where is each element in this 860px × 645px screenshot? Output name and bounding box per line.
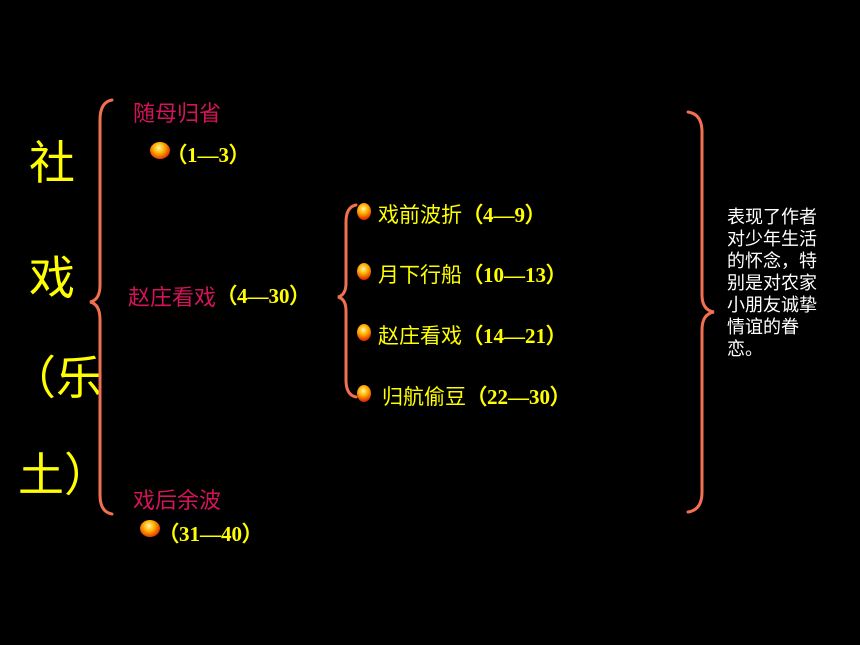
- subsection-3: 赵庄看戏（14—21）: [378, 320, 567, 350]
- middle-left-brace: [337, 203, 358, 399]
- section-3-range: （31—40）: [158, 522, 263, 546]
- subsection-4-range: （22—30）: [466, 385, 571, 409]
- section-3-label: 戏后余波: [133, 489, 222, 514]
- orange-ball-bullet-icon: [150, 142, 170, 159]
- subsection-1-label: 戏前波折: [378, 203, 462, 227]
- title-char-1: 社: [29, 136, 75, 190]
- section-1-range: （1—3）: [166, 143, 250, 167]
- orange-ball-bullet-icon: [140, 520, 160, 537]
- title-char-3: （乐: [10, 351, 102, 405]
- subsection-2-range: （10—13）: [462, 263, 567, 287]
- main-left-brace: [89, 98, 114, 516]
- orange-ball-bullet-icon: [357, 324, 371, 341]
- orange-ball-bullet-icon: [357, 263, 371, 280]
- orange-ball-bullet-icon: [357, 203, 371, 220]
- subsection-3-range: （14—21）: [462, 324, 567, 348]
- title-char-4: 土）: [18, 448, 110, 502]
- summary-text: 表现了作者对少年生活的怀念，特别是对农家小朋友诚挚情谊的眷恋。: [727, 207, 817, 360]
- section-1-label: 随母归省: [133, 102, 222, 127]
- section-2-label: 赵庄看戏: [128, 286, 217, 311]
- subsection-4-label: 归航偷豆: [382, 385, 466, 409]
- subsection-4: 归航偷豆（22—30）: [382, 381, 571, 411]
- right-brace: [686, 110, 715, 514]
- subsection-1: 戏前波折（4—9）: [378, 199, 546, 229]
- section-2-range: （4—30）: [216, 284, 311, 308]
- subsection-2-label: 月下行船: [378, 263, 462, 287]
- subsection-3-label: 赵庄看戏: [378, 324, 462, 348]
- subsection-2: 月下行船（10—13）: [378, 259, 567, 289]
- title-char-2: 戏: [29, 251, 75, 305]
- subsection-1-range: （4—9）: [462, 203, 546, 227]
- orange-ball-bullet-icon: [357, 385, 371, 402]
